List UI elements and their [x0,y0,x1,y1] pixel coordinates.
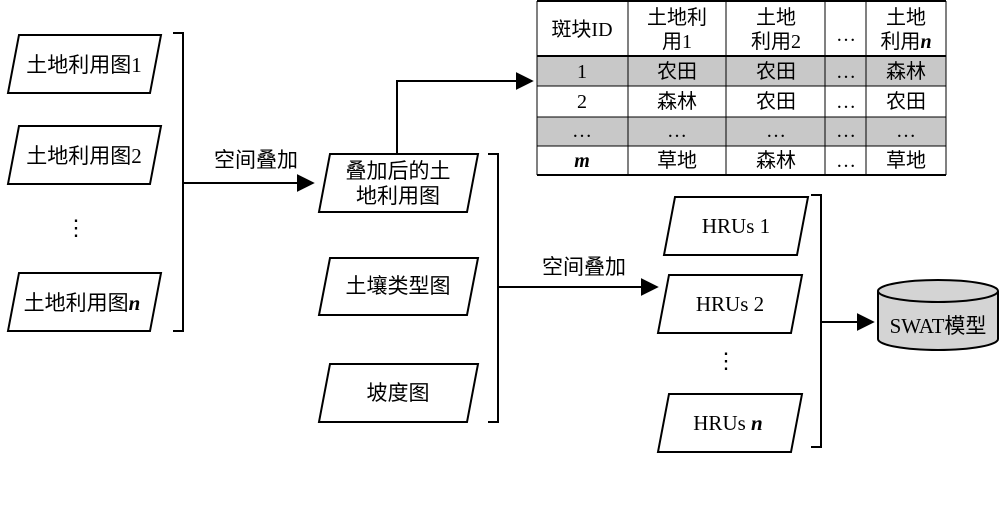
table-cell-r4-dots: … [836,150,856,172]
table-cell-r1-c2: 农田 [756,60,796,83]
table-cell-r1-id: 1 [577,61,587,83]
hrus-2: HRUs 2 [656,274,804,334]
arrow-to-attribute-table [396,72,534,154]
table-cell-r2-dots: … [836,91,856,113]
land-use-map-1: 土地利用图1 [6,34,163,94]
land-use-map-n: 土地利用图n [6,272,163,332]
table-cell-r4-c2: 森林 [756,149,796,172]
hrus-ellipsis: ⋮ [715,348,737,373]
hrus-1-label: HRUs 1 [702,214,770,238]
land-use-maps-ellipsis: ⋮ [65,215,87,240]
hrus-1: HRUs 1 [662,196,810,256]
table-cell-r2-cn: 农田 [886,90,926,113]
table-row-3-shade [537,117,946,146]
table-cell-r1-cn: 森林 [886,60,926,83]
overlay-label-1: 空间叠加 [214,148,298,172]
table-header-dots: … [836,24,856,46]
slope-map: 坡度图 [317,363,480,423]
overlaid-land-use-map: 叠加后的土 地利用图 [317,153,480,213]
table-cell-r1-dots: … [836,61,856,83]
table-cell-r2-id: 2 [577,91,587,113]
overlaid-map-label-line1: 叠加后的土 [346,159,451,183]
table-cell-r3-cn: … [896,120,916,142]
swat-model-label: SWAT模型 [890,314,987,338]
land-use-map-2: 土地利用图2 [6,125,163,185]
table-header-col2-line2: 利用2 [751,30,801,53]
swat-model-database: SWAT模型 [877,279,999,351]
slope-map-label: 坡度图 [367,381,430,405]
soil-type-map-label: 土壤类型图 [346,274,451,298]
table-cell-r1-c1: 农田 [657,60,697,83]
hrus-n: HRUs n [656,393,804,453]
table-cell-r4-c1: 草地 [657,149,697,172]
table-header-col2-line1: 土地 [756,6,796,29]
table-cell-r2-c1: 森林 [657,90,697,113]
land-use-map-n-label: 土地利用图n [24,291,141,315]
table-cell-r3-id: … [572,120,592,142]
left-brace [173,32,192,332]
hrus-2-label: HRUs 2 [696,292,764,316]
table-cell-r2-c2: 农田 [756,90,796,113]
land-use-map-2-label: 土地利用图2 [26,144,142,168]
middle-brace [488,153,507,423]
soil-type-map: 土壤类型图 [317,257,480,316]
table-cell-r4-cn: 草地 [886,149,926,172]
right-brace [811,194,830,448]
table-header-col1-line1: 土地利 [647,6,707,29]
table-header-id: 斑块ID [551,18,612,41]
table-header-coln-line2: 利用n [880,30,931,53]
table-header-col1-line2: 用1 [662,31,692,53]
table-cell-r3-dots: … [836,120,856,142]
attribute-table: 斑块ID 土地利 用1 土地 利用2 … 土地 利用n 1 农田 农田 … 森林… [536,0,947,176]
overlaid-map-label-line2: 地利用图 [356,184,440,208]
hrus-n-label: HRUs n [693,411,762,435]
table-cell-r3-c2: … [766,120,786,142]
table-cell-r3-c1: … [667,120,687,142]
land-use-map-1-label: 土地利用图1 [26,53,142,77]
table-header-coln-line1: 土地 [886,6,926,29]
overlay-label-2: 空间叠加 [542,255,626,279]
table-row-1-shade [537,56,946,86]
table-grid [536,0,947,176]
table-cell-r4-id: m [574,150,590,172]
